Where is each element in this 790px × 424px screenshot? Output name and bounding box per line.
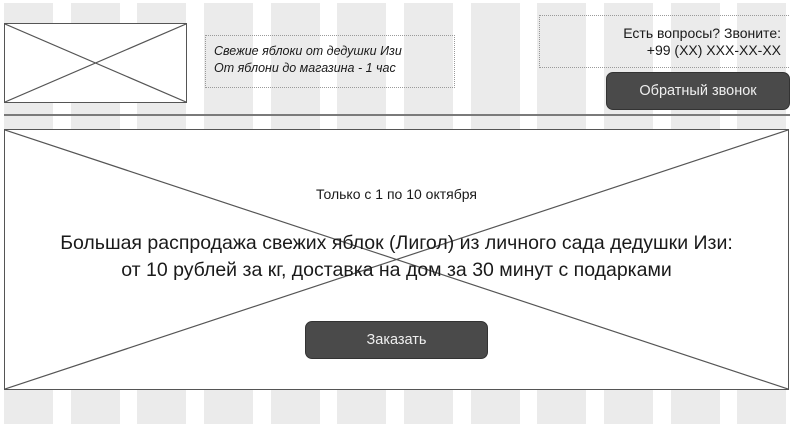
promo-headline-line-2: от 10 рублей за кг, доставка на дом за 3… <box>121 259 672 281</box>
tagline-line-1: Свежие яблоки от дедушки Изи <box>214 44 402 58</box>
contact-block: Есть вопросы? Звоните: +99 (XX) XXX-XX-X… <box>539 15 790 68</box>
image-placeholder-cross-icon <box>5 130 788 389</box>
promo-headline-line-1: Большая распродажа свежих яблок (Лигол) … <box>60 232 733 254</box>
callback-button[interactable]: Обратный звонок <box>606 72 790 110</box>
tagline-line-2: От яблони до магазина - 1 час <box>214 61 396 75</box>
tagline-block: Свежие яблоки от дедушки Изи От яблони д… <box>205 35 455 88</box>
header-divider <box>4 114 790 116</box>
logo-image-placeholder[interactable] <box>4 23 187 103</box>
promo-headline: Большая распродажа свежих яблок (Лигол) … <box>4 230 789 284</box>
order-button[interactable]: Заказать <box>305 321 488 359</box>
contact-question: Есть вопросы? Звоните: <box>623 25 781 41</box>
image-placeholder-cross-icon <box>5 24 186 102</box>
promo-date: Только с 1 по 10 октября <box>316 186 477 202</box>
contact-phone[interactable]: +99 (XX) XXX-XX-XX <box>646 42 781 58</box>
